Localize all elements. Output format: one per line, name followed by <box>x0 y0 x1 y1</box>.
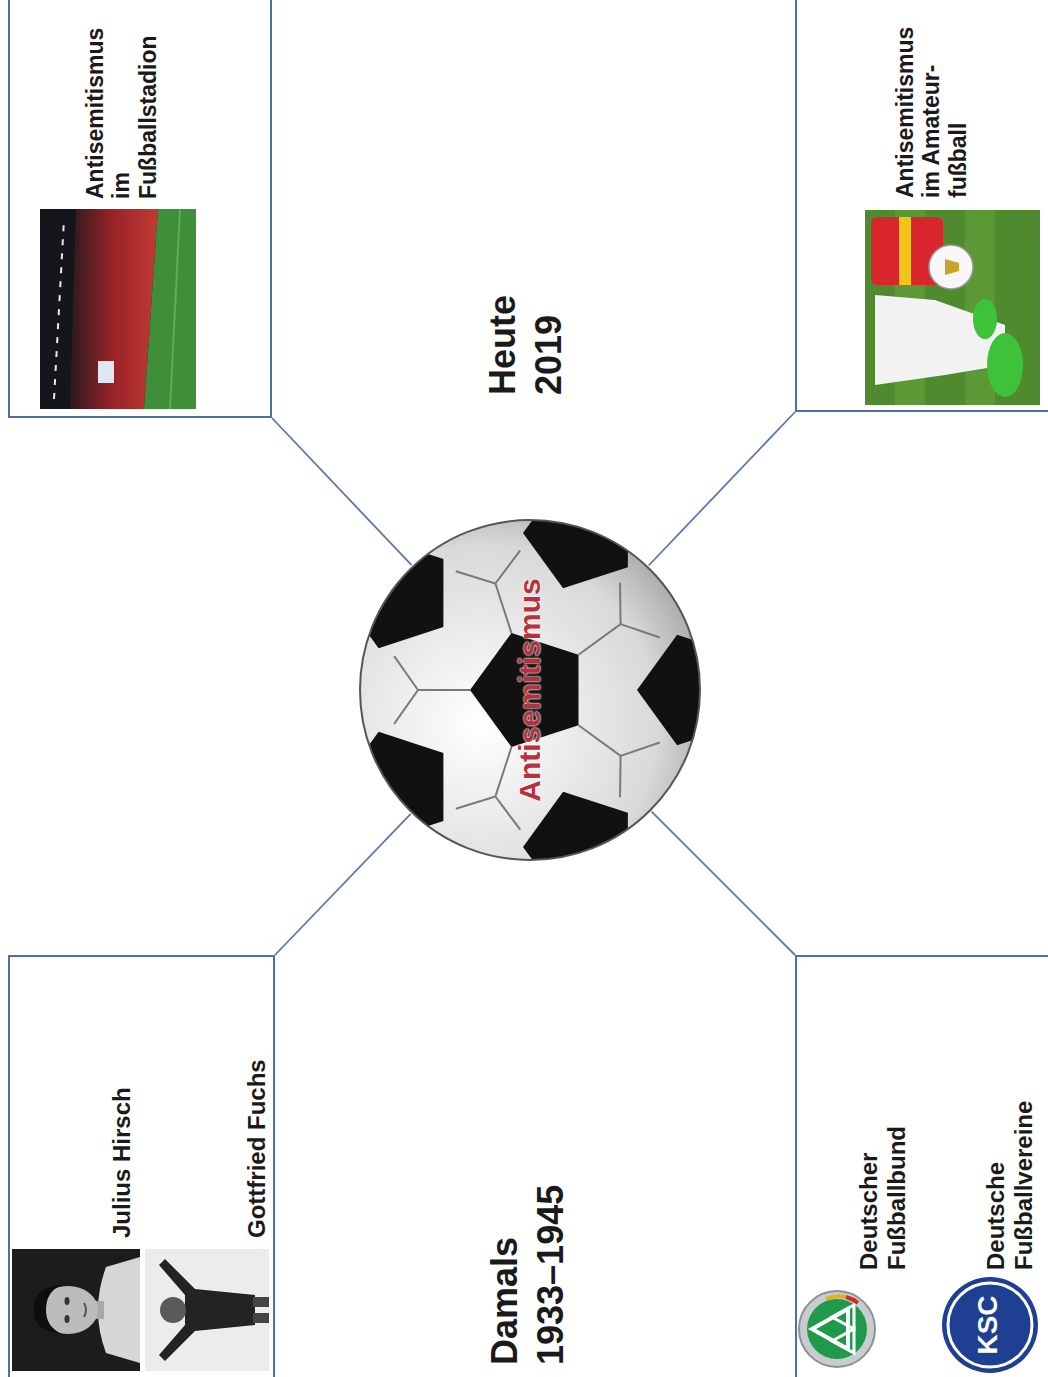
football-photo-part <box>945 259 959 275</box>
football-shape-part-part <box>523 518 628 588</box>
football-photo-part <box>899 217 911 285</box>
portrait-photo-part <box>160 1297 186 1323</box>
football-shape-part-part <box>495 583 511 632</box>
football-shape-part <box>360 520 700 860</box>
football-shape-part-part <box>579 725 621 756</box>
football-shape-part-part <box>637 635 702 745</box>
portrait-photo-part <box>34 1285 62 1334</box>
portrait-photo <box>145 1249 269 1371</box>
period-label: 1933–1945 <box>530 1185 571 1365</box>
stadium-photo-part <box>98 361 114 383</box>
portrait-photo-part <box>253 1297 269 1307</box>
stadium-photo <box>40 209 196 409</box>
dfb-logo-part <box>832 1329 854 1353</box>
football-photo-part <box>929 245 973 289</box>
dfb-logo-part <box>799 1291 875 1367</box>
topic-box: Julius Hirsch Gottfried Fuchs <box>8 955 275 1377</box>
portrait-photo <box>12 1249 140 1371</box>
football-shape-part-part <box>394 690 418 724</box>
football-photo-part <box>987 333 1023 397</box>
box-text: Deutscher Fußballbund <box>855 1045 910 1270</box>
dfb-logo-part <box>846 1297 858 1303</box>
football-node: Antisemitismus <box>358 518 702 862</box>
football-shape-part-part <box>456 797 496 809</box>
football-shape-part-part <box>394 656 418 690</box>
dfb-logo-part <box>807 1299 867 1359</box>
box-text: Antisemitismus im Amateur- fußball <box>892 6 971 198</box>
football-shape-part-part <box>418 689 470 691</box>
logo-text: KSC <box>972 1277 1004 1373</box>
dfb-logo-part <box>832 1305 854 1329</box>
football-shape-part-part <box>621 624 660 637</box>
football-shape-part-part <box>621 742 660 755</box>
football-photo <box>865 210 1040 405</box>
topic-box: Antisemitismus im Amateur- fußball <box>795 0 1048 412</box>
dfb-logo-part <box>826 1296 846 1299</box>
box-text: Deutsche Fußballvereine <box>982 1045 1037 1270</box>
portrait-photo-part <box>12 1249 140 1371</box>
football-shape-part-part <box>523 792 628 862</box>
stadium-photo-part <box>40 209 196 409</box>
stadium-photo-part <box>170 209 180 409</box>
topic-box: Deutscher Fußballbund Deutsche Fußballver… <box>795 955 1048 1377</box>
football-shape-part-part <box>579 624 621 655</box>
dfb-logo <box>799 1291 875 1367</box>
football-photo-part <box>865 210 1040 405</box>
football-photo-part <box>875 295 1005 385</box>
connector-line <box>649 412 795 566</box>
period-label: Damals <box>484 1237 525 1365</box>
portrait-photo-part <box>65 1297 70 1305</box>
football-shape-part-part <box>456 571 496 583</box>
portrait-photo-part <box>84 1303 86 1317</box>
ksc-logo-part <box>942 1277 1038 1373</box>
connector-line <box>272 418 412 565</box>
stadium-photo-part <box>70 209 158 409</box>
football-shape-part-part <box>619 756 622 797</box>
connector-line <box>652 812 795 955</box>
football-shape-part-part <box>619 583 622 624</box>
box-text: Julius Hirsch <box>108 968 136 1238</box>
stadium-photo-part <box>144 209 196 409</box>
box-text: Antisemitismus im Fußballstadion <box>82 7 161 199</box>
stadium-photo-part <box>54 219 64 399</box>
portrait-photo-part <box>145 1249 269 1371</box>
ksc-logo <box>942 1277 1038 1373</box>
portrait-photo-part <box>253 1313 269 1323</box>
center-title: Antisemitismus <box>513 578 547 801</box>
portrait-photo-part <box>159 1259 255 1361</box>
football-shape-part-part <box>495 747 511 796</box>
topic-box: Antisemitismus im Fußballstadion <box>8 0 272 418</box>
period-label: 2019 <box>528 315 569 395</box>
portrait-photo-part <box>65 1315 70 1323</box>
football-photo-part <box>973 299 997 339</box>
period-label: Heute <box>482 295 523 395</box>
football-shape-part <box>358 518 702 862</box>
dfb-logo-part <box>812 1309 848 1349</box>
portrait-photo-part <box>98 1257 140 1363</box>
box-text: Gottfried Fuchs <box>243 968 271 1238</box>
connector-line <box>275 814 411 955</box>
